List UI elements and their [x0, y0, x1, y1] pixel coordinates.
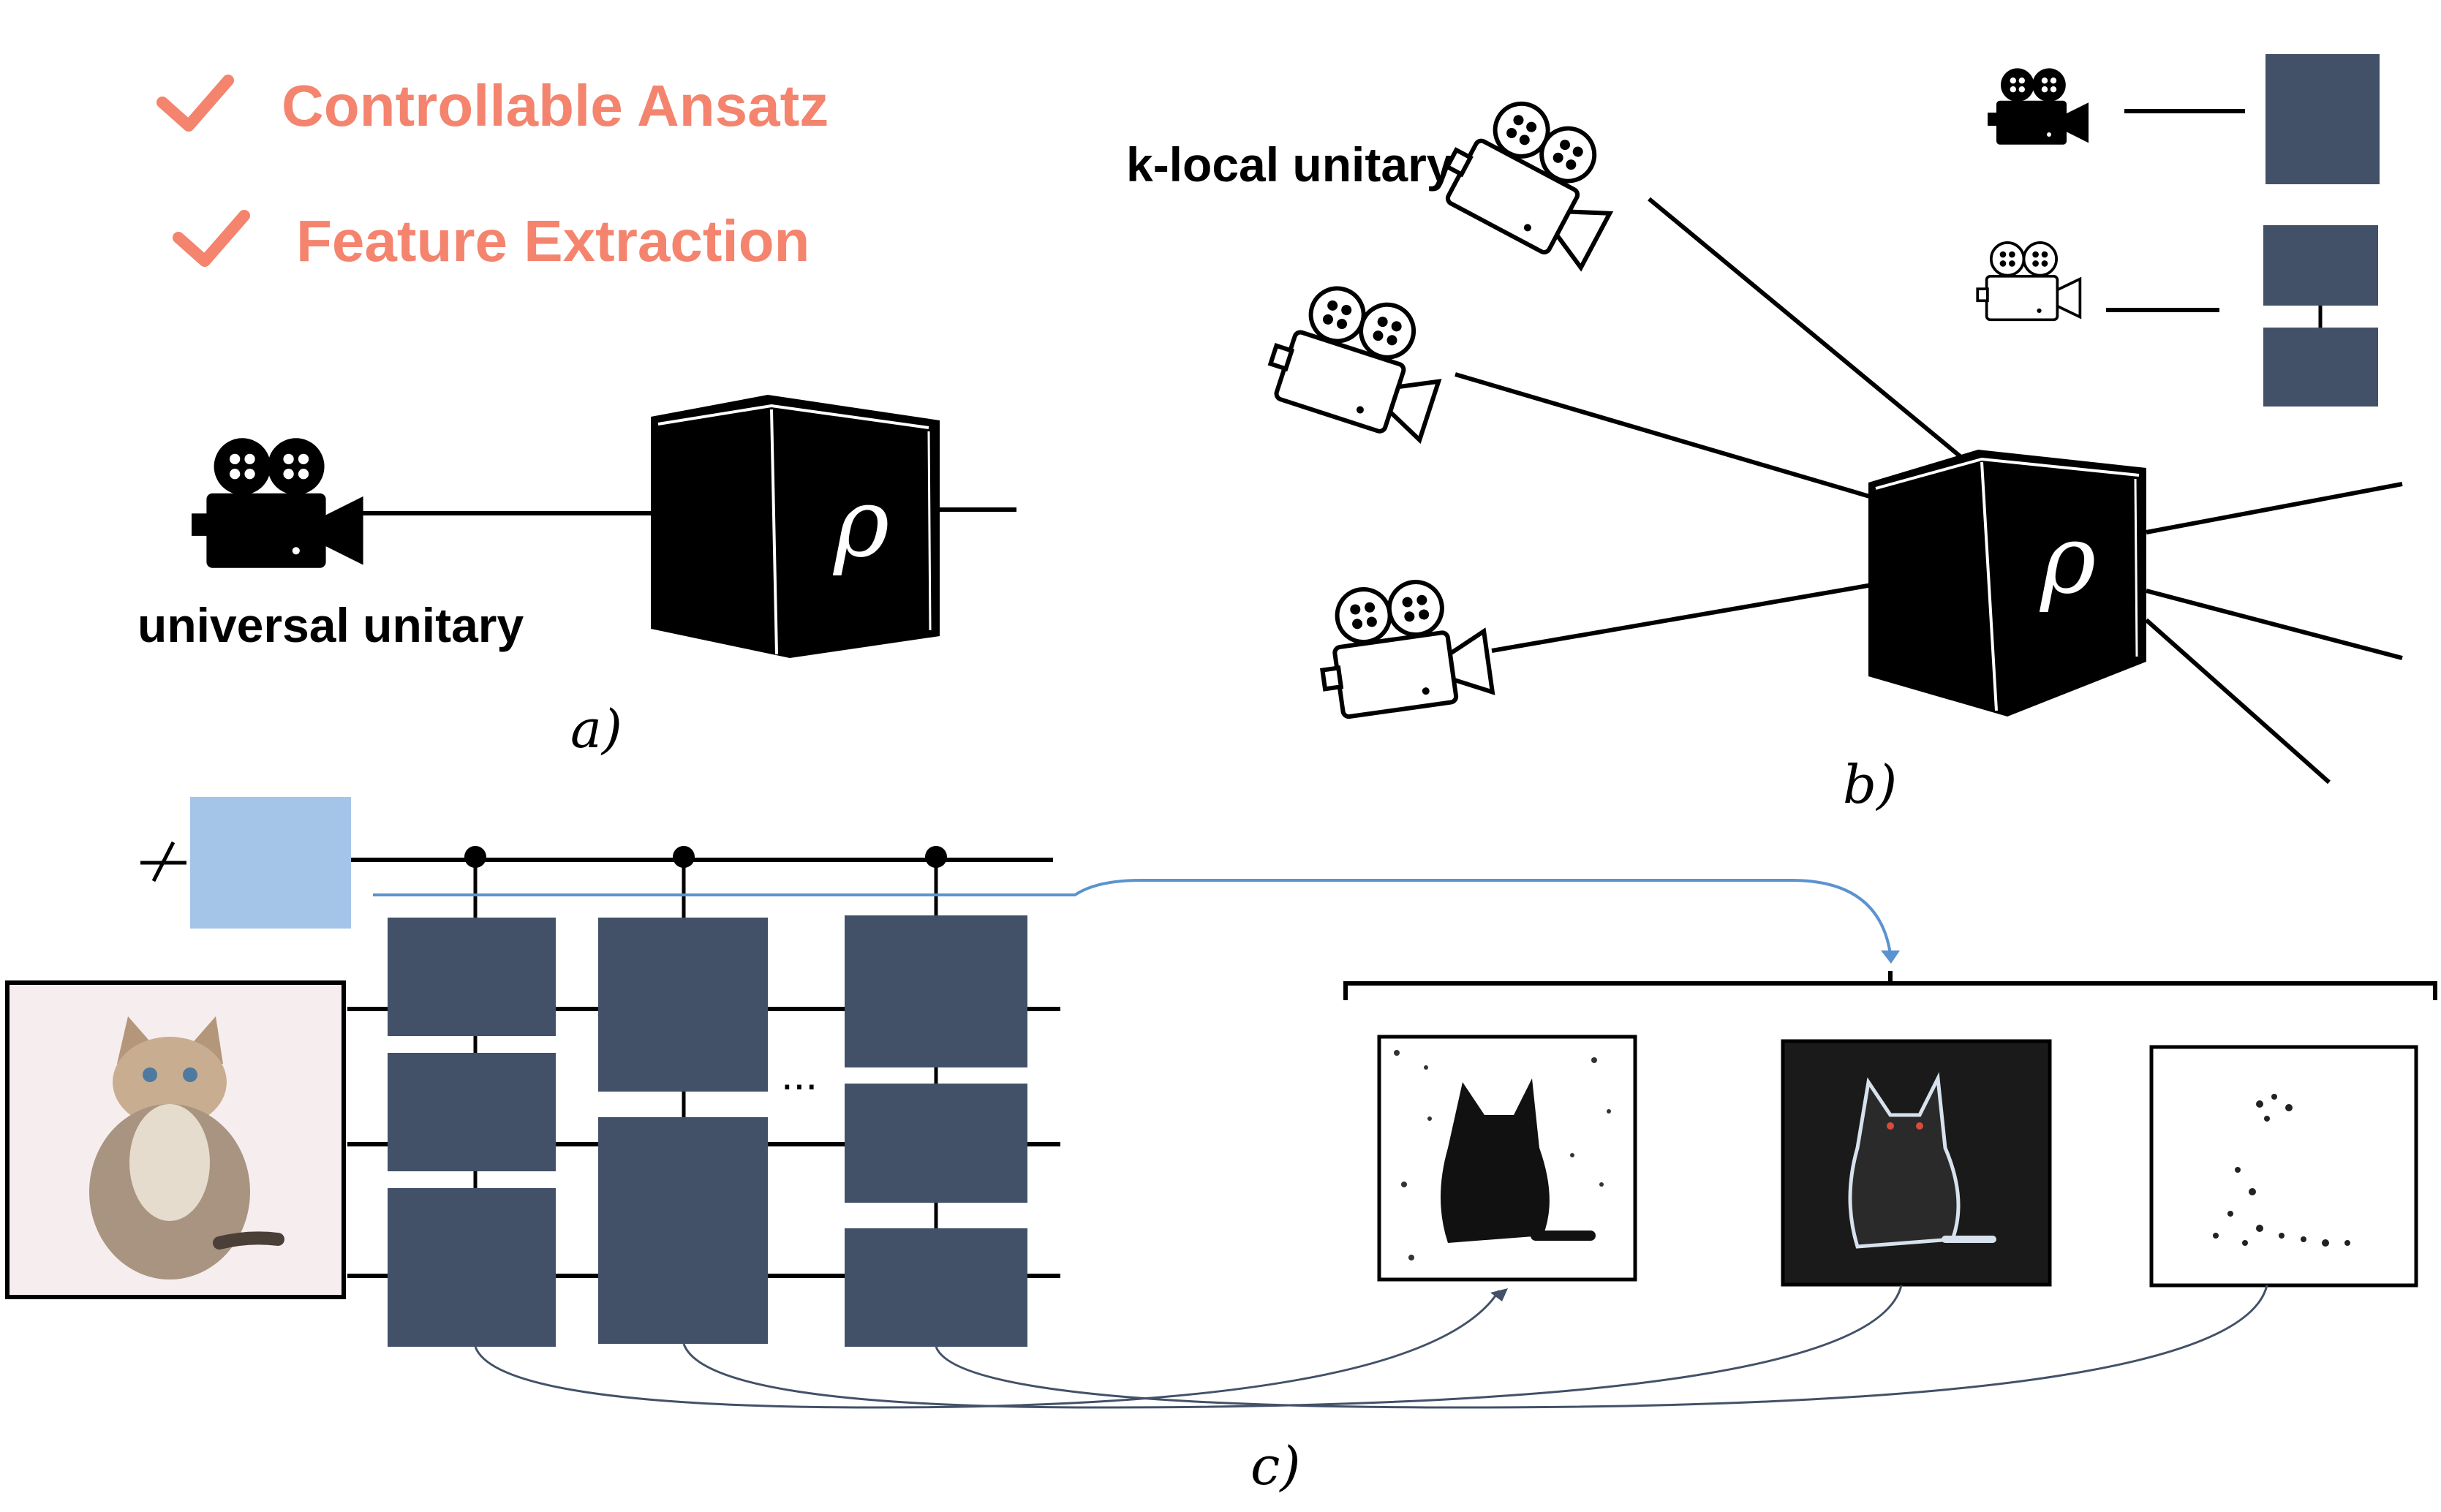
ancilla-arrow — [373, 879, 1892, 955]
checklist-item-label: Feature Extraction — [296, 208, 810, 273]
ancilla-wire-slash — [151, 841, 176, 882]
control-dot — [673, 846, 695, 868]
connector-line — [1648, 197, 1969, 464]
cat-illustration — [89, 1016, 284, 1279]
connector-line — [2146, 482, 2403, 534]
checkmark-icon — [173, 210, 250, 267]
feature-arrow — [682, 1285, 1903, 1409]
unitary-gate — [598, 918, 768, 1092]
control-dot — [464, 846, 486, 868]
ancilla-gate — [190, 797, 351, 929]
camera-icon — [1988, 68, 2089, 145]
camera-icon — [1433, 84, 1637, 271]
unitary-gate — [388, 1188, 556, 1347]
checklist: Controllable Ansatz Feature Extraction — [156, 73, 829, 273]
camera-icon — [1261, 275, 1456, 445]
feature-map-2 — [1781, 1039, 2052, 1287]
panel-a: ρ universal unitary a) — [137, 395, 1016, 760]
feature-map-1 — [1377, 1035, 1637, 1282]
unitary-gate — [2263, 225, 2378, 306]
feature-arrow — [935, 1285, 2268, 1409]
unitary-gate — [2263, 328, 2378, 407]
arrow-head — [1490, 1288, 1508, 1301]
feature-arrow — [474, 1290, 1501, 1409]
cube-symbol: ρ — [832, 467, 889, 578]
density-cube — [651, 395, 940, 658]
input-image — [5, 980, 346, 1299]
cube-symbol: ρ — [2039, 504, 2096, 615]
connector-line — [2146, 589, 2403, 660]
panel-caption: a) — [570, 698, 622, 760]
camera-label: universal unitary — [137, 598, 524, 652]
camera-icon — [1976, 241, 2082, 322]
connector-line — [1491, 583, 1873, 653]
checklist-item-label: Controllable Ansatz — [282, 73, 829, 138]
unitary-gate — [598, 1117, 768, 1344]
control-dot — [925, 846, 947, 868]
connector-line — [2145, 618, 2331, 785]
connector-line — [1455, 372, 1873, 499]
unitary-gate — [845, 915, 1027, 1067]
unitary-gate — [388, 1053, 556, 1171]
density-cube — [1868, 450, 2146, 717]
camera-icon — [192, 438, 363, 568]
checkmark-icon — [156, 75, 234, 132]
brace — [1343, 971, 2437, 1000]
camera-label: k-local unitary — [1126, 137, 1454, 192]
unitary-gate — [388, 918, 556, 1036]
camera-icon — [1312, 573, 1493, 719]
panel-caption: b) — [1843, 754, 1897, 815]
panel-b: k-local unitary ρ — [1126, 54, 2403, 815]
feature-map-3 — [2149, 1045, 2418, 1288]
panel-caption: c) — [1250, 1435, 1300, 1497]
arrow-head — [1881, 950, 1900, 964]
ellipsis: ... — [781, 1050, 818, 1099]
unitary-gate — [845, 1228, 1027, 1347]
unitary-gate — [845, 1084, 1027, 1203]
panel-c: ... — [5, 797, 2437, 1497]
unitary-gate — [2265, 54, 2380, 184]
